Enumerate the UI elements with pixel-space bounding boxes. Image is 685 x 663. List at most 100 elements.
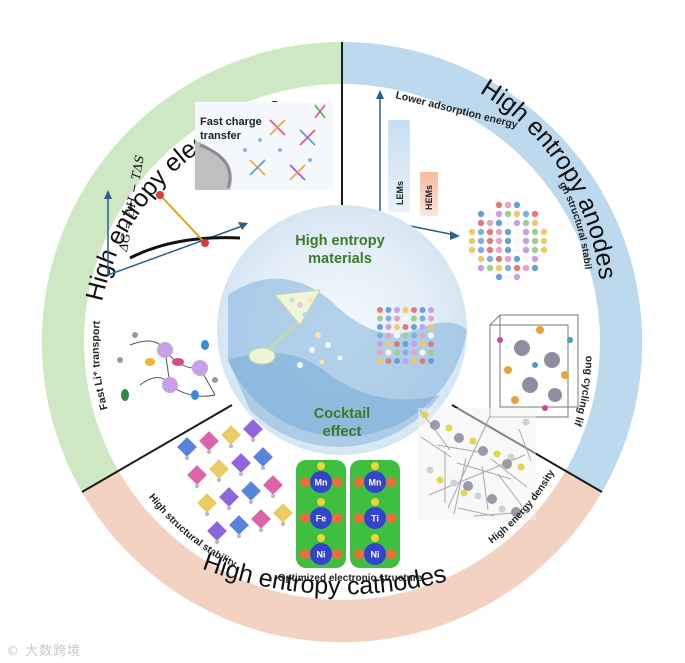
- orbital-lobe: [371, 462, 379, 470]
- lattice-atom: [522, 228, 530, 236]
- bar-hems: [420, 172, 438, 216]
- grid-atom: [419, 307, 426, 313]
- grid-atom: [428, 358, 434, 364]
- octahedron: [199, 431, 219, 451]
- atom-label: Ti: [371, 514, 379, 524]
- lattice-atom: [486, 228, 494, 236]
- grid-atom: [428, 324, 434, 330]
- framework-atom: [502, 459, 512, 469]
- grid-atom: [377, 349, 383, 356]
- layer-atom: [226, 505, 232, 511]
- lattice-atom: [504, 228, 512, 236]
- orbital-core: [310, 507, 332, 529]
- grid-atom: [411, 332, 417, 339]
- lattice-atom: [477, 210, 485, 218]
- grid-atom: [394, 315, 400, 322]
- framework-atom: [507, 453, 515, 461]
- center-effect: Cocktail: [314, 406, 370, 422]
- grid-atom: [377, 315, 383, 322]
- lattice-atom: [531, 264, 539, 272]
- lattice-atom: [477, 228, 485, 236]
- lattice-atom: [495, 210, 503, 218]
- orbital-core: [364, 507, 386, 529]
- framework-bond: [490, 458, 528, 488]
- framework-atom: [498, 505, 506, 513]
- layer-atom: [270, 493, 276, 499]
- orbital-lobe: [300, 549, 310, 559]
- lattice-atom: [486, 246, 494, 254]
- li-transport-network: [117, 332, 218, 401]
- framework-bond: [436, 444, 486, 454]
- framework-bond: [497, 473, 523, 507]
- grid-atom: [394, 349, 400, 356]
- lattice-atom: [495, 246, 503, 254]
- lattice-atom: [513, 264, 521, 272]
- lattice-atom: [495, 255, 503, 263]
- orbital-lobe: [386, 477, 396, 487]
- grid-atom: [394, 341, 400, 347]
- orbital-lobe: [354, 549, 364, 559]
- divider-left: [81, 404, 233, 493]
- layer-atom: [194, 483, 200, 489]
- orbital-lobe: [386, 549, 396, 559]
- layer-atom: [280, 521, 286, 527]
- grid-atom: [428, 307, 434, 313]
- grid-atom: [402, 315, 409, 322]
- grid-atom: [411, 349, 417, 356]
- lattice-atom: [504, 201, 512, 209]
- grid-atom: [411, 315, 417, 322]
- atom-label: Mn: [369, 478, 382, 488]
- grid-atom: [419, 315, 426, 322]
- framework-bond: [453, 457, 467, 515]
- lattice-atom: [522, 246, 530, 254]
- lattice-atom: [486, 255, 494, 263]
- lattice-atom: [495, 228, 503, 236]
- framework-atom: [463, 481, 473, 491]
- lattice-atom: [477, 255, 485, 263]
- orbital-lobe: [386, 513, 396, 523]
- lattice-atom: [513, 246, 521, 254]
- framework-atom: [493, 450, 501, 458]
- orbital-lobe: [300, 477, 310, 487]
- grid-atom: [402, 358, 409, 364]
- orbital-lobe: [300, 513, 310, 523]
- lattice-atom: [531, 219, 539, 227]
- grid-atom: [394, 358, 400, 364]
- layer-atom: [206, 449, 212, 455]
- grid-atom: [385, 332, 392, 339]
- lattice-atom: [513, 219, 521, 227]
- lattice-atom: [522, 264, 530, 272]
- center-wave: [228, 278, 467, 437]
- lattice-atom: [495, 219, 503, 227]
- layer-atom: [184, 455, 190, 461]
- grid-atom: [402, 332, 409, 339]
- atom-label: Mn: [315, 478, 328, 488]
- cathode-layered-structure: [177, 419, 293, 545]
- lattice-atom: [522, 237, 530, 245]
- layer-atom: [216, 477, 222, 483]
- atom-label: Fe: [316, 514, 327, 524]
- lattice-atom: [495, 273, 503, 281]
- lattice-atom: [531, 246, 539, 254]
- lattice-atom: [504, 255, 512, 263]
- framework-bond: [456, 462, 512, 480]
- framework-bond: [481, 465, 489, 511]
- lattice-atom: [531, 255, 539, 263]
- grid-atom: [377, 332, 383, 339]
- framework-atom: [478, 446, 488, 456]
- fast-charge-panel: Fast charge transfer: [195, 102, 333, 190]
- grid-atom: [377, 307, 383, 313]
- grid-atom: [419, 358, 426, 364]
- grid-atom: [419, 332, 426, 339]
- framework-atom: [445, 424, 453, 432]
- orbital-lobe: [371, 534, 379, 542]
- grid-atom: [394, 307, 400, 313]
- watermark: © 大数跨境: [6, 644, 82, 659]
- orbital-lobe: [317, 498, 325, 506]
- octahedron: [187, 465, 207, 485]
- octahedron: [243, 419, 263, 439]
- grid-atom: [428, 349, 434, 356]
- lattice-atom: [522, 219, 530, 227]
- octahedron: [219, 487, 239, 507]
